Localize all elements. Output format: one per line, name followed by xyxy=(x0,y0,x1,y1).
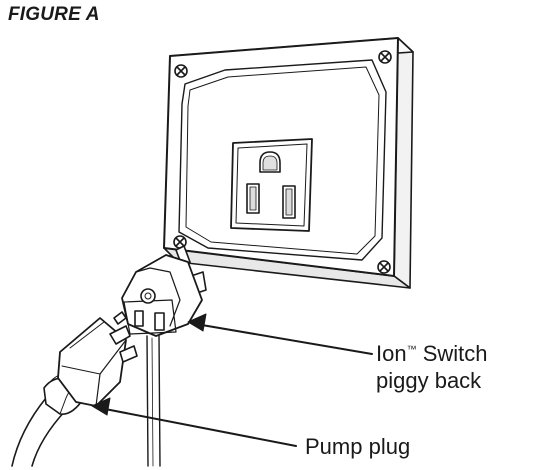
ion-switch-label-line2: piggy back xyxy=(376,368,482,393)
pump-plug-icon xyxy=(11,311,138,467)
ion-switch-word: Switch xyxy=(416,341,488,366)
figure-title: FIGURE A xyxy=(8,4,100,25)
trademark-symbol: ™ xyxy=(406,344,417,356)
receptacle-icon xyxy=(230,138,313,232)
ion-name: Ion xyxy=(376,341,407,366)
screw-top-right-icon xyxy=(378,50,392,64)
outlet-box-icon xyxy=(163,37,414,289)
pump-plug-label: Pump plug xyxy=(305,434,411,459)
screw-top-left-icon xyxy=(174,64,188,78)
ion-switch-label: Ion™ Switch piggy back xyxy=(376,340,488,394)
arrow-pump-plug xyxy=(91,397,297,447)
screw-bottom-right-icon xyxy=(377,260,391,274)
ion-switch-label-line1: Ion™ Switch xyxy=(376,340,488,367)
arrow-ion-switch xyxy=(187,313,373,355)
piggyback-adapter-icon xyxy=(121,245,207,467)
